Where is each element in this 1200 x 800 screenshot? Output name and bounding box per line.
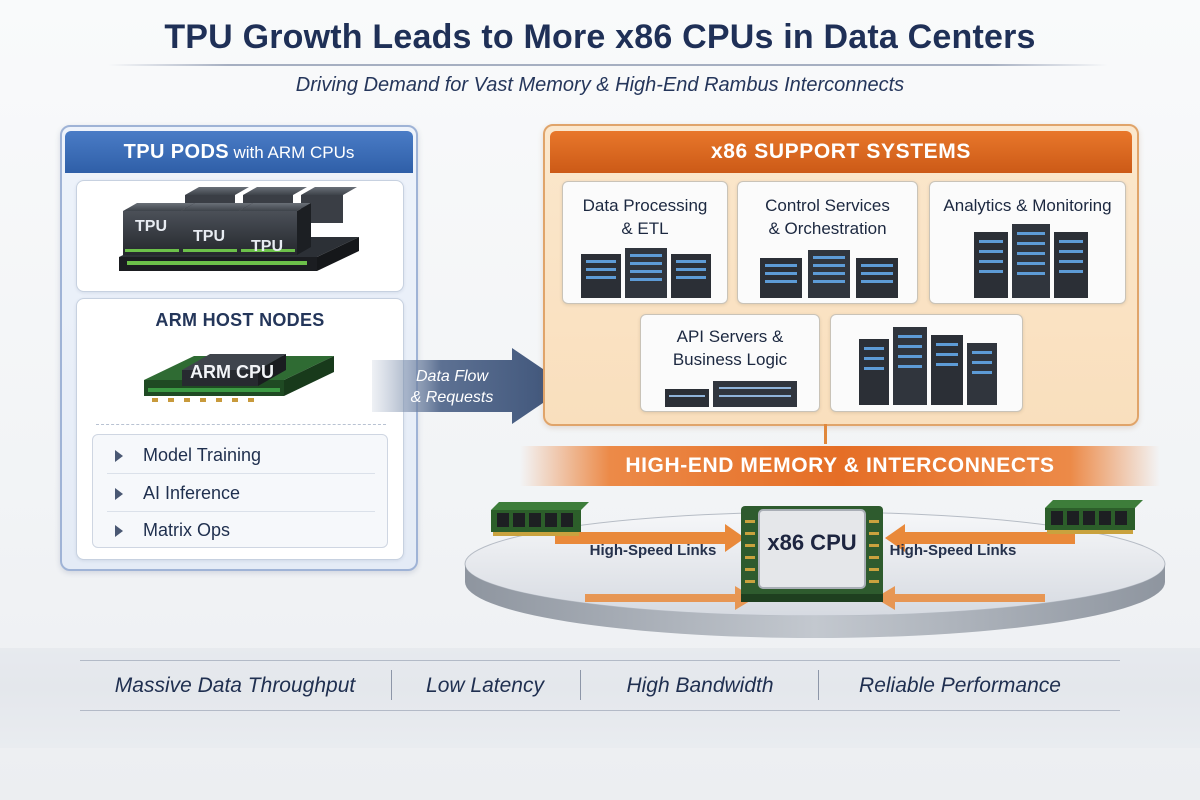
system-label-line1: Data Processing xyxy=(582,196,708,215)
cpu-chip-icon xyxy=(741,506,883,602)
tpu-chip-label-2: TPU xyxy=(193,228,225,245)
memory-banner xyxy=(520,446,1160,486)
system-card-analytics: Analytics & Monitoring xyxy=(929,181,1126,304)
task-label: Model Training xyxy=(143,445,262,465)
memory-module-right xyxy=(1045,500,1143,534)
system-card-api-servers: API Servers & Business Logic xyxy=(640,314,820,412)
feature-separator xyxy=(580,670,581,700)
tpu-pods-title-suffix: with ARM CPUs xyxy=(233,143,355,162)
system-label-line1: Control Services xyxy=(765,196,890,215)
cpu-label: x86 CPU xyxy=(767,530,857,555)
link-label-left: High-Speed Links xyxy=(589,542,717,559)
task-separator xyxy=(107,473,375,474)
features-band xyxy=(0,648,1200,748)
data-flow-line2: & Requests xyxy=(410,389,494,406)
feature-low-latency: Low Latency xyxy=(426,674,544,697)
triangle-bullet-icon xyxy=(115,524,123,537)
feature-high-bandwidth: High Bandwidth xyxy=(626,674,774,697)
page-title: TPU Growth Leads to More x86 CPUs in Dat… xyxy=(164,18,1036,56)
triangle-bullet-icon xyxy=(115,449,123,462)
task-label: Matrix Ops xyxy=(143,520,231,540)
tpu-pods-title: TPU PODS xyxy=(123,141,230,163)
task-item-ai-inference: AI Inference xyxy=(93,475,389,512)
feature-massive-data-throughput: Massive Data Throughput xyxy=(114,674,356,697)
task-list: Model Training AI Inference Matrix Ops xyxy=(92,434,388,548)
feature-separator xyxy=(818,670,819,700)
server-rack-icon xyxy=(974,224,1088,298)
page-subtitle: Driving Demand for Vast Memory & High-En… xyxy=(295,74,905,96)
features-divider-top xyxy=(80,660,1120,661)
tpu-pod-card xyxy=(76,180,404,292)
title-divider xyxy=(108,64,1108,66)
feature-separator xyxy=(391,670,392,700)
memory-banner-title: HIGH-END MEMORY & INTERCONNECTS xyxy=(625,454,1055,477)
x86-support-systems-title: x86 SUPPORT SYSTEMS xyxy=(550,131,1132,173)
system-card-control-services: Control Services & Orchestration xyxy=(737,181,918,304)
task-item-model-training: Model Training xyxy=(93,437,389,474)
system-card-data-processing: Data Processing & ETL xyxy=(562,181,728,304)
tpu-pod-icon xyxy=(119,187,359,271)
task-item-matrix-ops: Matrix Ops xyxy=(93,512,389,549)
arm-chip-label: ARM CPU xyxy=(190,362,274,382)
feature-reliable-performance: Reliable Performance xyxy=(859,674,1061,697)
tpu-pods-header: TPU PODS with ARM CPUs xyxy=(65,131,413,173)
task-separator xyxy=(107,511,375,512)
system-label-line2: & Orchestration xyxy=(768,219,887,238)
data-flow-label: Data Flow & Requests xyxy=(392,366,512,408)
task-label: AI Inference xyxy=(143,483,241,503)
memory-module-left xyxy=(491,502,589,536)
tpu-chip-label-3: TPU xyxy=(251,238,283,255)
data-flow-arrow-icon xyxy=(372,348,568,424)
tpu-chip-label-1: TPU xyxy=(135,218,167,235)
data-flow-line1: Data Flow xyxy=(415,368,489,385)
server-rack-icon xyxy=(581,248,711,298)
features-divider-bottom xyxy=(80,710,1120,711)
server-rack-icon xyxy=(760,250,898,298)
connector-line xyxy=(824,424,827,444)
system-card-server-cluster xyxy=(830,314,1023,412)
system-label-line2: & ETL xyxy=(621,219,669,238)
triangle-bullet-icon xyxy=(115,487,123,500)
system-label-line2: Business Logic xyxy=(672,350,788,369)
arm-divider xyxy=(96,424,386,425)
system-label-line1: Analytics & Monitoring xyxy=(943,196,1112,215)
server-unit-icon xyxy=(665,381,797,407)
arm-board-icon xyxy=(144,354,334,402)
link-label-right: High-Speed Links xyxy=(889,542,1017,559)
server-rack-icon xyxy=(859,327,997,405)
arm-host-nodes-title: ARM HOST NODES xyxy=(155,310,325,330)
system-label-line1: API Servers & xyxy=(676,327,784,346)
